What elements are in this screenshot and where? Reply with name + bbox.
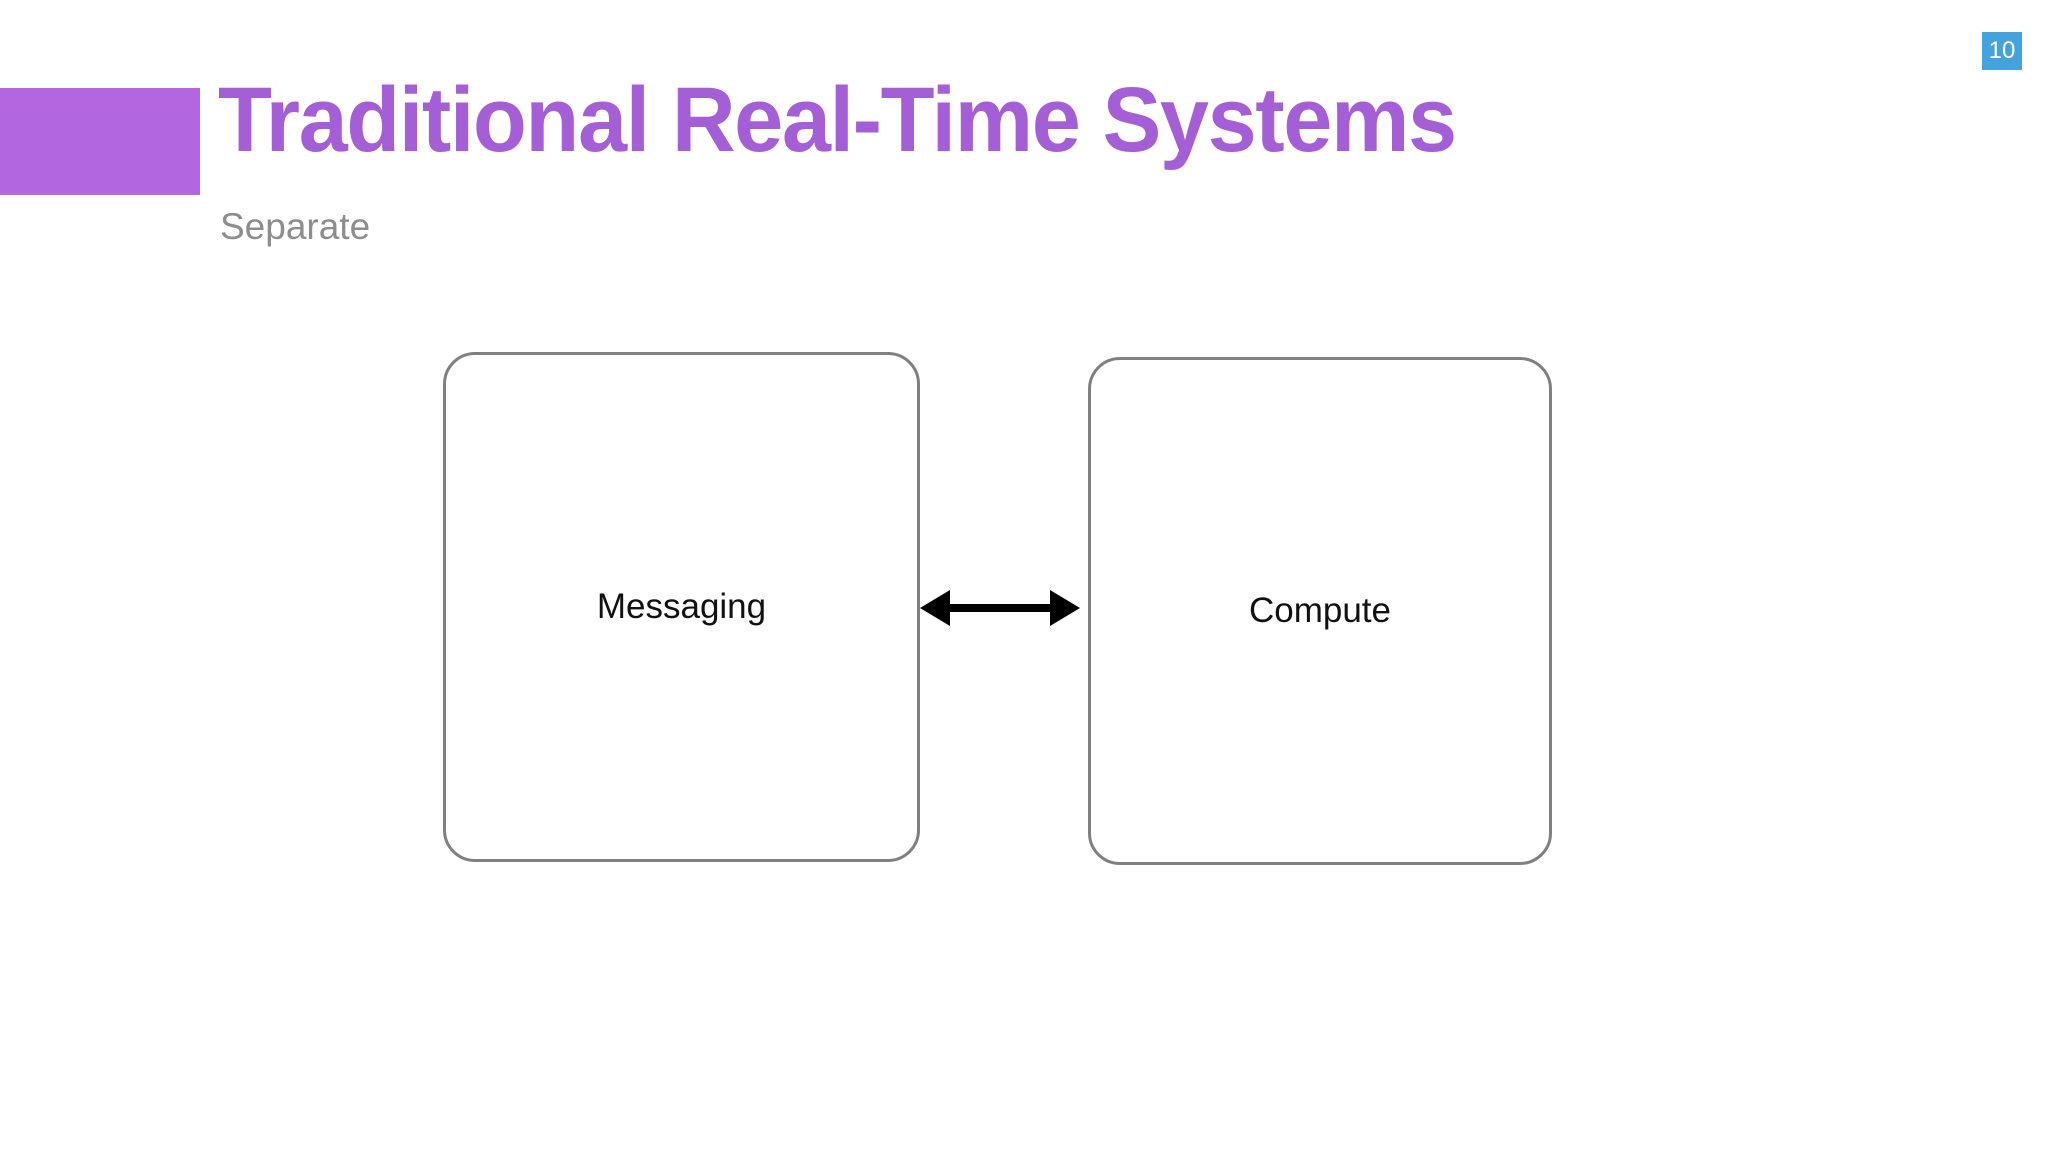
title-accent-block [0,88,200,195]
page-subtitle: Separate [220,206,371,247]
diagram-node-label: Compute [1248,591,1392,630]
diagram-node-messaging: Messaging [443,352,920,862]
page-title: Traditional Real-Time Systems [218,69,1457,171]
page-number-badge: 10 [1982,32,2022,70]
diagram-node-label: Messaging [596,587,767,626]
double-arrow-icon [920,590,1080,626]
diagram-node-compute: Compute [1088,357,1552,865]
